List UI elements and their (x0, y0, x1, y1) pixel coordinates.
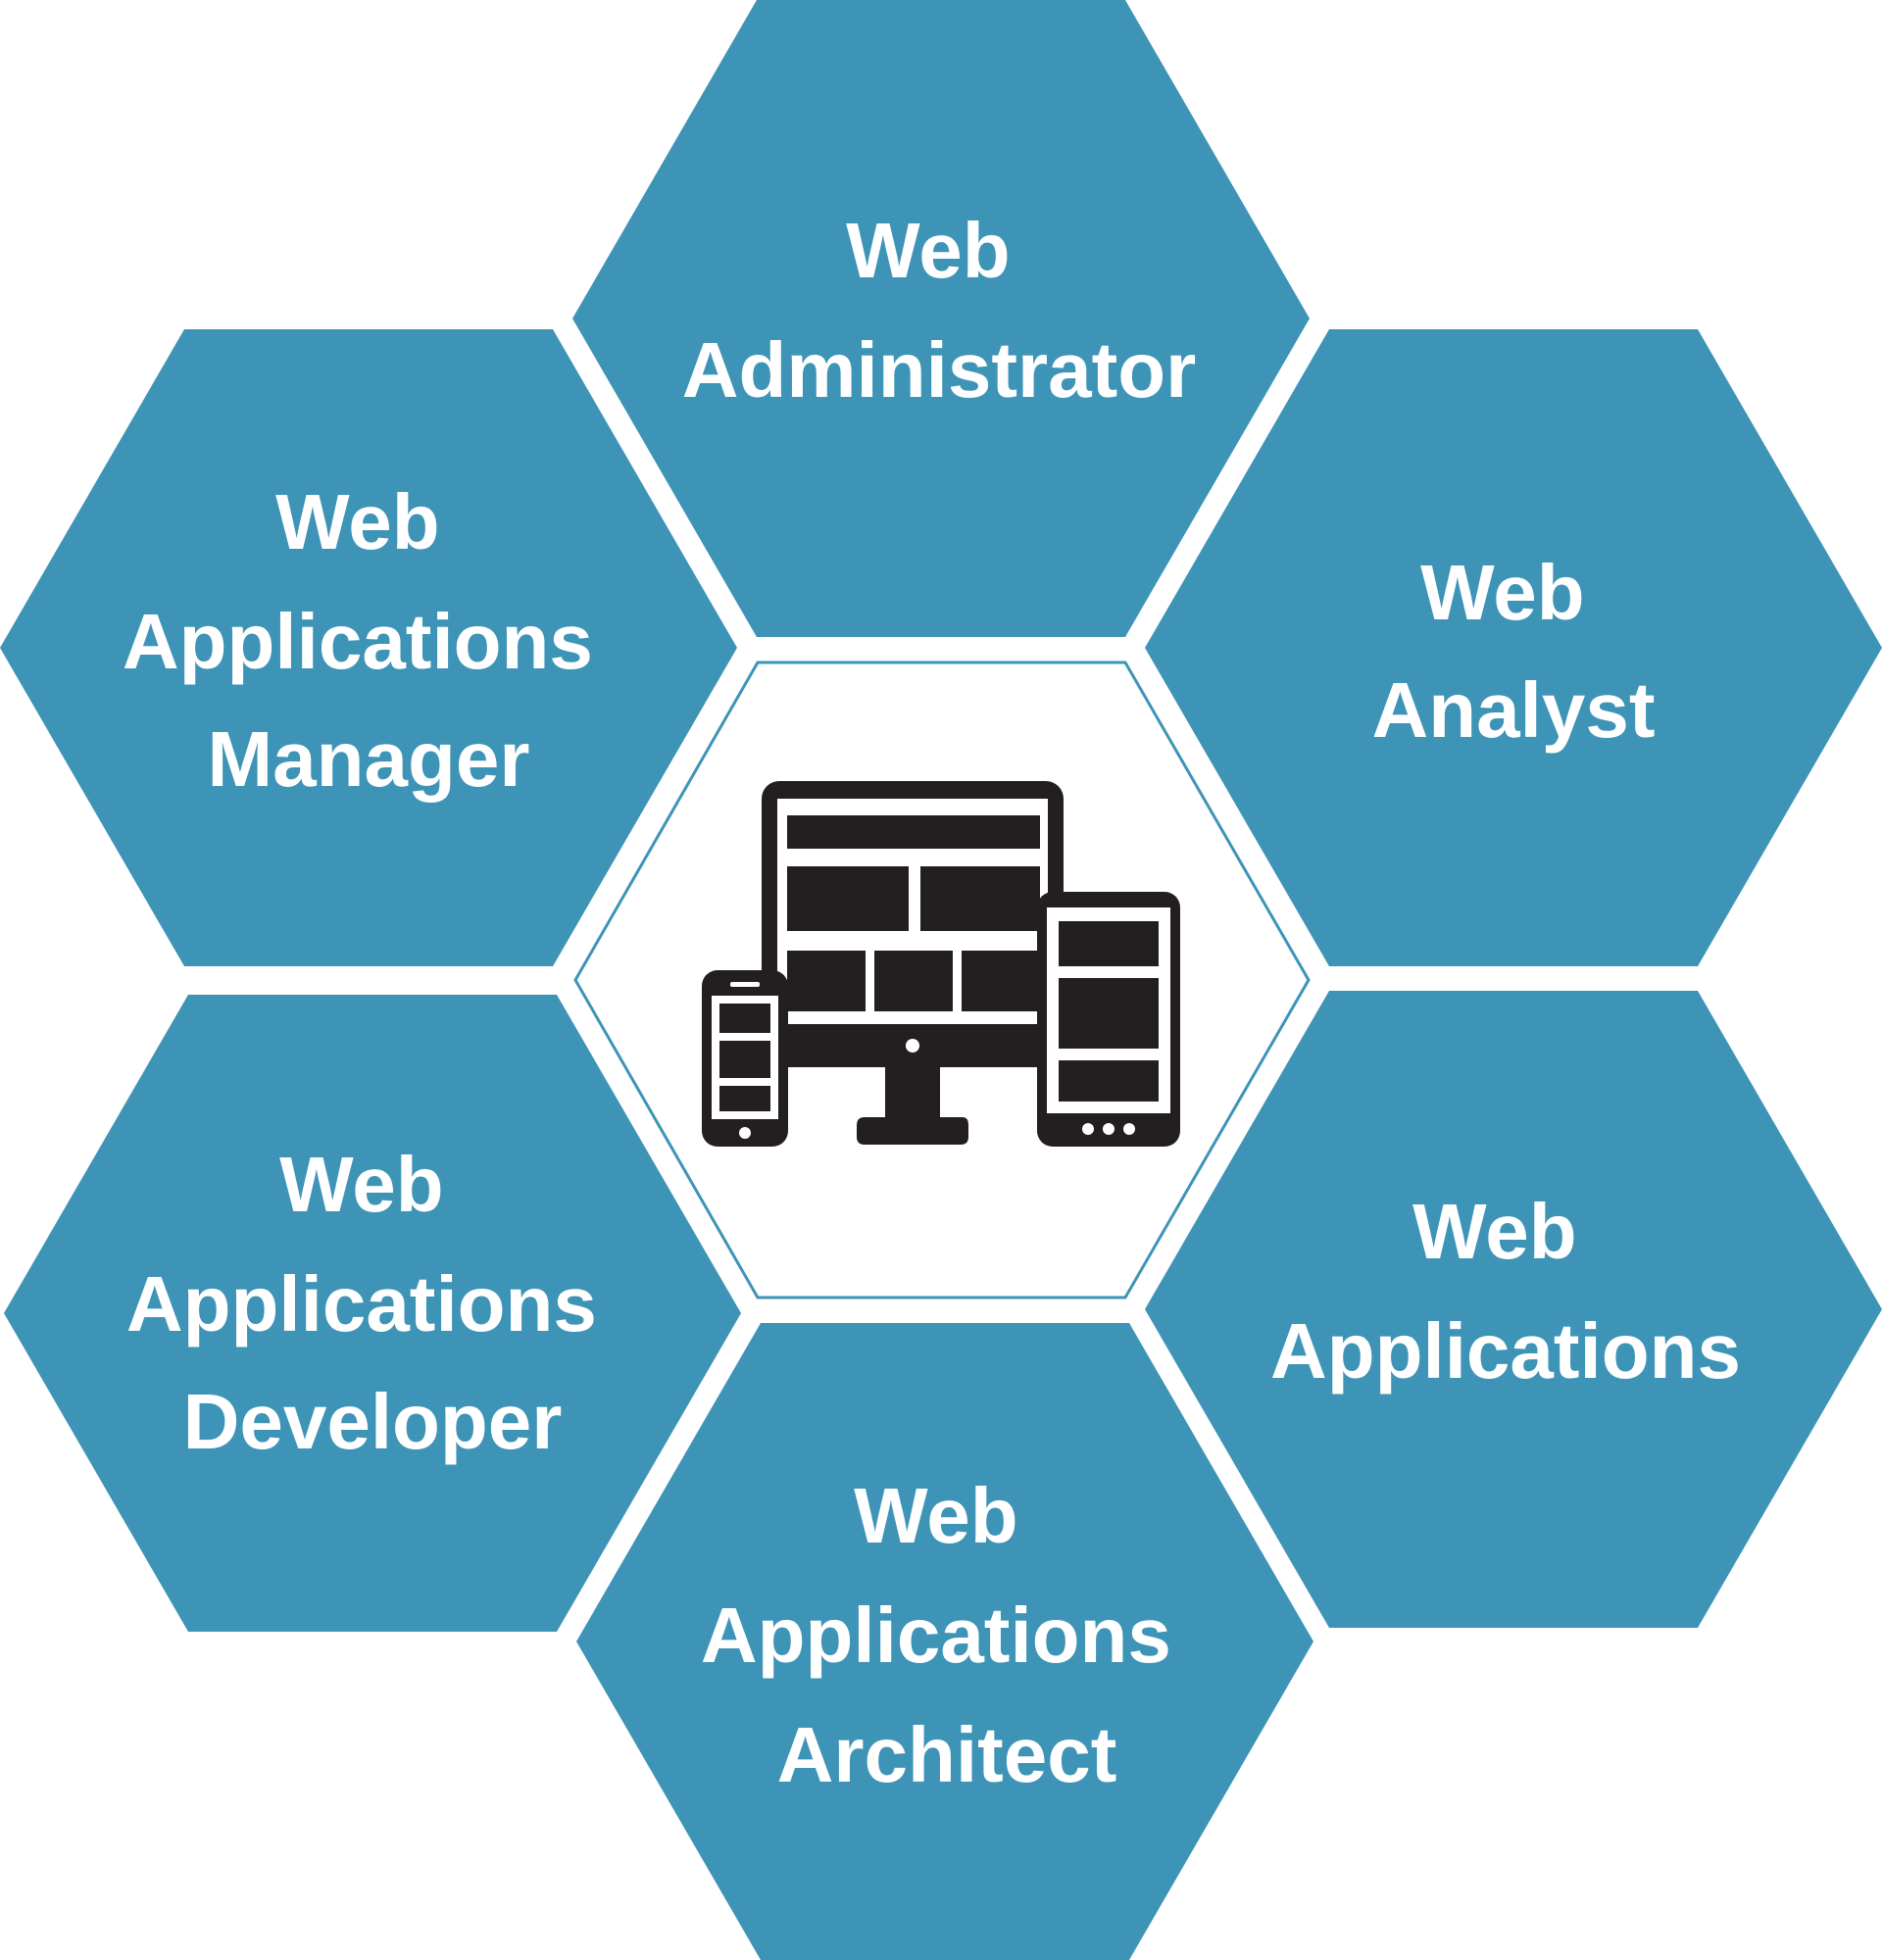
hexagon-upper-right-line-2: Analyst (1372, 666, 1656, 754)
hexagon-lower-left-shape (4, 995, 741, 1632)
hexagon-top-shape (572, 0, 1310, 637)
hexagon-upper-right-shape (1145, 329, 1882, 966)
hexagon-lower-left-line-2: Applications (126, 1260, 597, 1348)
hexagon-lower-right-shape (1145, 991, 1882, 1628)
hexagon-upper-right-label: Web Analyst (1372, 549, 1656, 754)
monitor-icon (762, 781, 1064, 1145)
hexagon-bottom-line-3: Architect (777, 1711, 1117, 1798)
hexagon-upper-left-line-3: Manager (208, 715, 530, 803)
hexagon-upper-right-line-1: Web (1420, 549, 1584, 636)
hexagon-lower-left-label: Web Applications Developer (126, 1141, 619, 1465)
hexagon-bottom-line-1: Web (854, 1472, 1017, 1559)
hexagon-upper-left: Web Applications Manager (0, 329, 737, 966)
hexagon-top: Web Administrator (572, 0, 1310, 637)
hexagon-lower-right: Web Applications (1145, 991, 1882, 1628)
hexagon-bottom: Web Applications Architect (576, 1323, 1313, 1960)
hexagon-lower-right-line-2: Applications (1270, 1307, 1741, 1395)
hexagon-top-line-1: Web (846, 207, 1010, 294)
tablet-icon (1037, 892, 1180, 1147)
hexagon-bottom-label: Web Applications Architect (701, 1472, 1193, 1798)
hexagon-upper-left-line-1: Web (275, 478, 439, 565)
hexagon-lower-left: Web Applications Developer (4, 995, 741, 1632)
hexagon-lower-right-label: Web Applications (1270, 1188, 1741, 1395)
hexagon-upper-left-label: Web Applications Manager (123, 478, 615, 803)
hexagon-lower-left-line-1: Web (279, 1141, 443, 1228)
hexagon-top-line-2: Administrator (682, 326, 1197, 414)
hexagon-bottom-shape (576, 1323, 1313, 1960)
hexagon-lower-right-line-1: Web (1412, 1188, 1576, 1275)
hexagon-bottom-line-2: Applications (701, 1592, 1171, 1679)
hexagon-upper-left-line-2: Applications (123, 598, 593, 685)
hexagon-upper-left-shape (0, 329, 737, 966)
responsive-devices-icon (702, 781, 1180, 1147)
hexagon-upper-right: Web Analyst (1145, 329, 1882, 966)
hexagon-lower-left-line-3: Developer (183, 1378, 563, 1465)
hexagon-top-label: Web Administrator (682, 207, 1197, 414)
phone-icon (702, 970, 788, 1147)
